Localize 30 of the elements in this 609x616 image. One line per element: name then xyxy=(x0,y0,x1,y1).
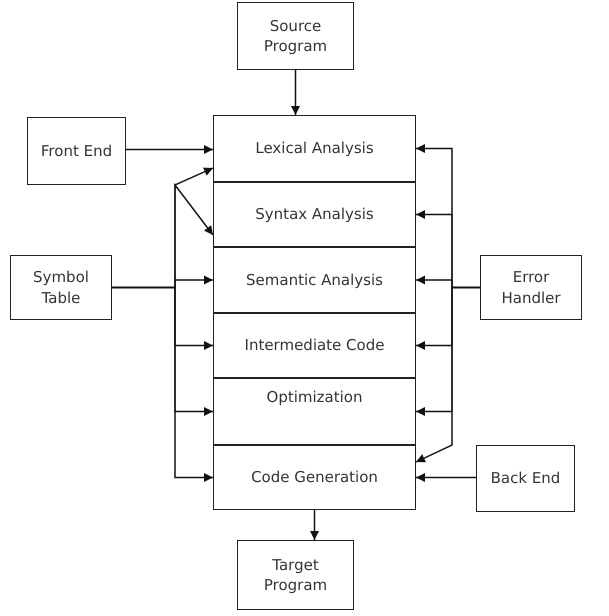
box-label: Optimization xyxy=(266,387,364,408)
process-box xyxy=(213,182,416,247)
box-label: Symbol Table xyxy=(32,267,90,308)
process-box xyxy=(213,115,416,182)
box-label: Error Handler xyxy=(500,267,562,308)
process-box xyxy=(213,247,416,313)
process-box xyxy=(480,255,582,320)
arrow xyxy=(112,286,213,482)
process-box xyxy=(476,445,575,512)
box-label: Syntax Analysis xyxy=(254,204,375,225)
box-label: Source Program xyxy=(262,16,328,56)
arrow xyxy=(126,145,213,154)
box-label: Back End xyxy=(490,468,562,489)
box-label: Lexical Analysis xyxy=(254,138,375,159)
box-label: Target Program xyxy=(262,554,328,596)
box-label: Semantic Analysis xyxy=(245,270,384,290)
process-box xyxy=(237,2,354,70)
box-label: Intermediate Code xyxy=(244,335,386,356)
process-box xyxy=(213,445,416,510)
arrow xyxy=(416,473,476,482)
process-box xyxy=(27,117,126,185)
arrow xyxy=(291,70,300,115)
arrow xyxy=(416,286,480,463)
arrow xyxy=(310,510,319,540)
box-label: Front End xyxy=(40,140,114,162)
process-box xyxy=(213,313,416,378)
process-box xyxy=(213,378,416,445)
box-label: Code Generation xyxy=(250,467,379,488)
process-box xyxy=(10,255,112,320)
process-box xyxy=(237,540,354,610)
